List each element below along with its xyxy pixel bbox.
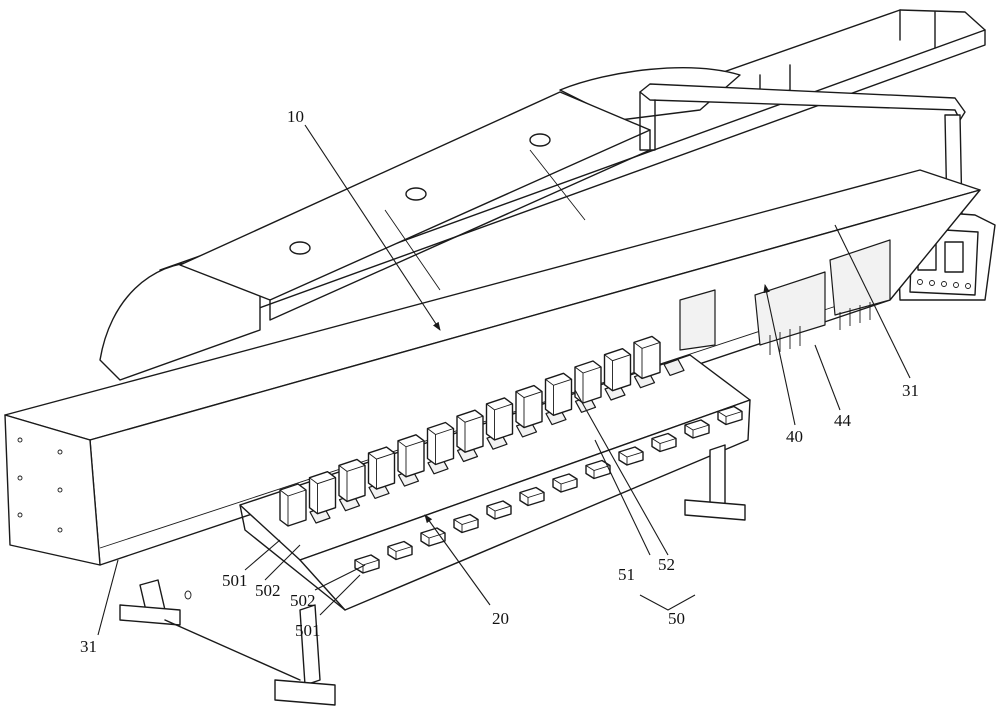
label-51: 51 (618, 565, 635, 584)
label-501-a: 501 (222, 571, 248, 590)
label-44: 44 (834, 411, 852, 430)
label-50: 50 (668, 609, 685, 628)
label-10: 10 (287, 107, 304, 126)
label-20: 20 (492, 609, 509, 628)
label-31-left: 31 (80, 637, 97, 656)
label-502-b: 502 (290, 591, 316, 610)
label-52: 52 (658, 555, 675, 574)
label-501-b: 501 (295, 621, 321, 640)
label-31-right: 31 (902, 381, 919, 400)
label-40: 40 (786, 427, 803, 446)
label-502-a: 502 (255, 581, 281, 600)
